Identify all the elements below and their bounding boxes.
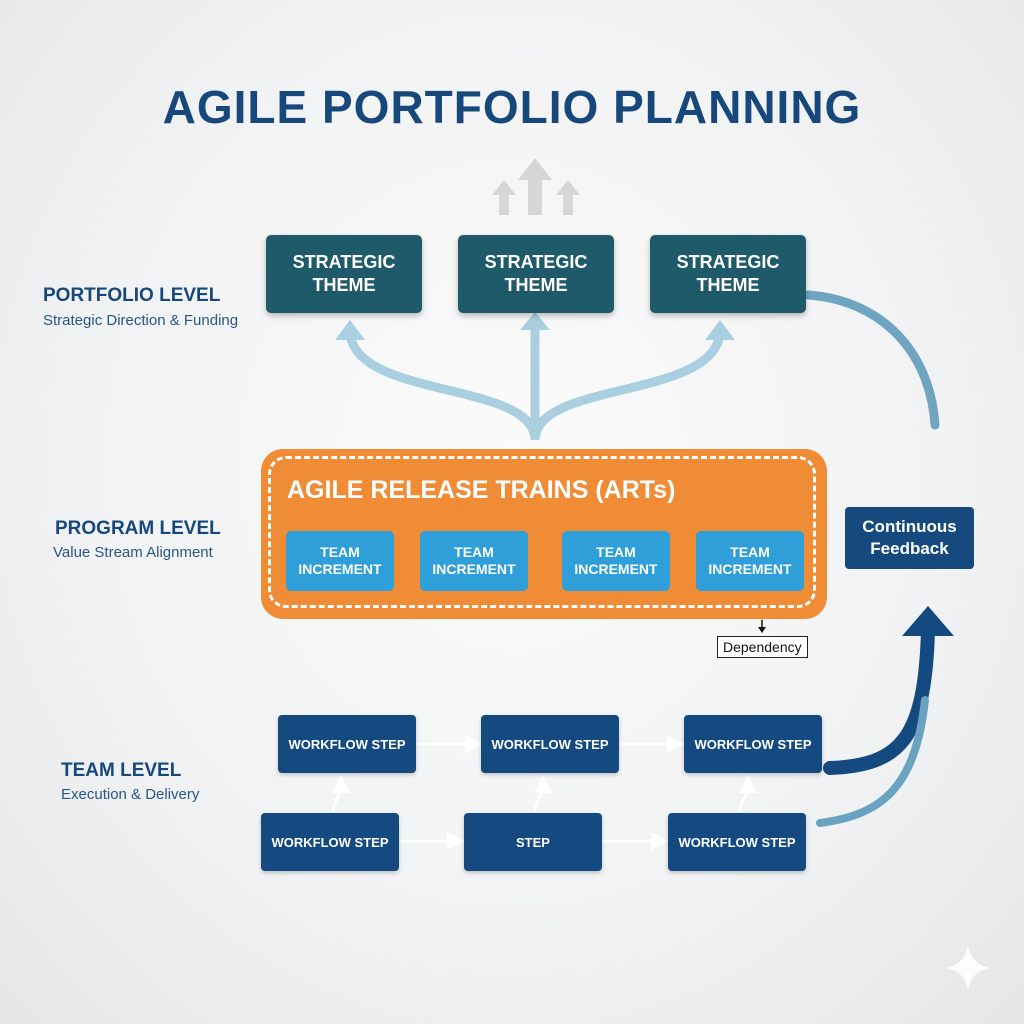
program-level-sub: Value Stream Alignment (53, 544, 213, 561)
team-level-sub: Execution & Delivery (61, 786, 200, 803)
dependency-label: Dependency (717, 636, 808, 658)
portfolio-level-sub: Strategic Direction & Funding (43, 312, 239, 329)
growth-arrows-icon (492, 158, 580, 215)
workflow-step-top-1: WORKFLOW STEP (278, 715, 416, 773)
team-increment-1: TEAM INCREMENT (286, 531, 394, 591)
portfolio-level-label: PORTFOLIO LEVEL (43, 285, 221, 306)
alignment-arrows (345, 325, 725, 441)
strategic-theme-3: STRATEGIC THEME (650, 235, 806, 313)
feedback-arc (803, 290, 940, 430)
strategic-theme-2: STRATEGIC THEME (458, 235, 614, 313)
strategic-theme-1: STRATEGIC THEME (266, 235, 422, 313)
team-increment-4: TEAM INCREMENT (696, 531, 804, 591)
workflow-step-top-3: WORKFLOW STEP (684, 715, 822, 773)
feedback-arrow-up (823, 623, 935, 775)
workflow-step-top-2: WORKFLOW STEP (481, 715, 619, 773)
art-title: AGILE RELEASE TRAINS (ARTs) (287, 476, 676, 504)
continuous-feedback-box: Continuous Feedback (845, 507, 974, 569)
program-level-label: PROGRAM LEVEL (55, 518, 221, 539)
workflow-step-bottom-1: WORKFLOW STEP (261, 813, 399, 871)
sparkle-icon (946, 945, 990, 990)
workflow-step-bottom-3: WORKFLOW STEP (668, 813, 806, 871)
workflow-step-bottom-2: STEP (464, 813, 602, 871)
art-dashed-border (268, 456, 816, 608)
page-title: AGILE PORTFOLIO PLANNING (162, 81, 862, 133)
team-increment-3: TEAM INCREMENT (562, 531, 670, 591)
team-increment-2: TEAM INCREMENT (420, 531, 528, 591)
team-level-label: TEAM LEVEL (61, 760, 182, 781)
